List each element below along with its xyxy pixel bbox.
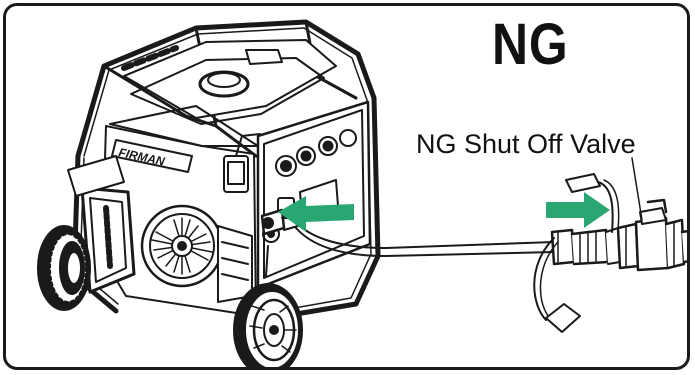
ng-shut-off-valve xyxy=(618,200,690,270)
arrow-from-valve xyxy=(546,192,610,228)
valve-label: NG Shut Off Valve xyxy=(416,128,636,160)
diagram-frame: FIRMAN xyxy=(3,3,690,370)
wheel-left xyxy=(38,226,90,310)
wheel-right xyxy=(234,284,302,370)
diagram-title: NG xyxy=(492,12,595,78)
quick-connect-coupling xyxy=(534,228,620,332)
control-panel xyxy=(258,102,370,288)
generator-top-cover xyxy=(124,40,336,124)
valve-leader-line xyxy=(632,158,642,220)
